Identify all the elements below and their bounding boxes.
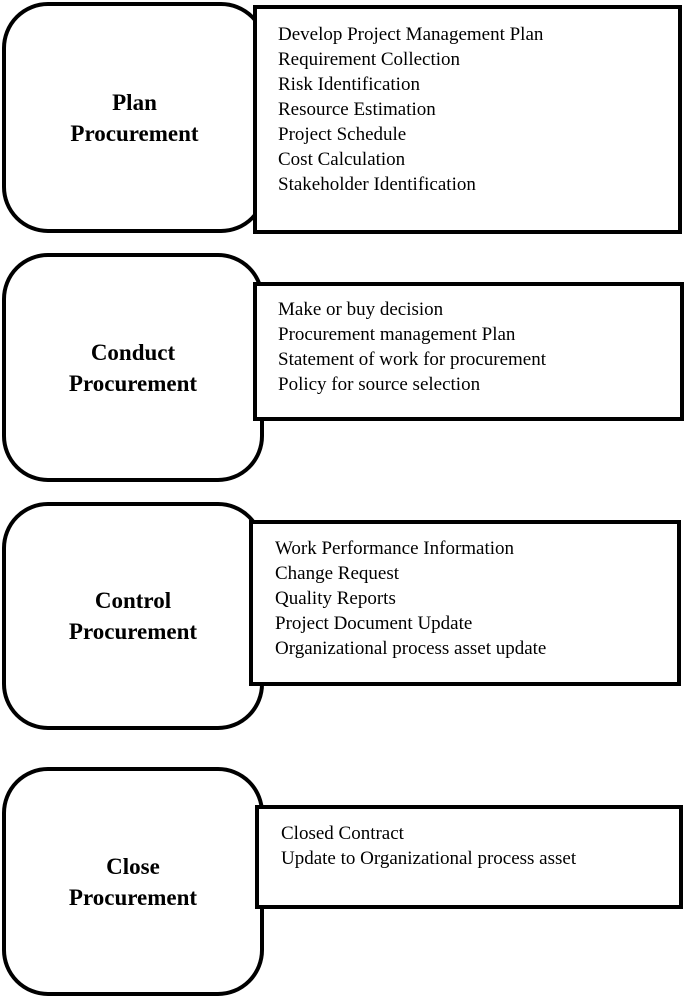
stage-title-line2: Procurement xyxy=(70,120,199,146)
list-item: Quality Reports xyxy=(275,588,396,609)
list-item: Organizational process asset update xyxy=(275,638,547,659)
list-item: Project Schedule xyxy=(278,124,407,145)
stage-label: Plan Procurement xyxy=(70,87,198,149)
stage-title-line2: Procurement xyxy=(68,619,198,644)
detail-list: Make or buy decision Procurement managem… xyxy=(257,286,680,397)
list-item: Statement of work for procurement xyxy=(278,349,547,370)
list-item: Procurement management Plan xyxy=(278,324,516,345)
stage-title-line2: Procurement xyxy=(68,370,198,396)
detail-box-close-procurement: Closed Contract Update to Organizational… xyxy=(255,805,683,909)
list-item: Cost Calculation xyxy=(278,149,406,170)
list-item: Resource Estimation xyxy=(278,99,436,120)
list-item: Develop Project Management Plan xyxy=(278,24,544,45)
stage-label: Conduct Procurement xyxy=(69,337,197,399)
stage-box-close-procurement: Close Procurement xyxy=(2,767,264,996)
stage-title-line2: Procurement xyxy=(68,884,198,910)
detail-list: Closed Contract Update to Organizational… xyxy=(259,809,679,871)
detail-list: Work Performance Information Change Requ… xyxy=(253,524,677,661)
list-item: Make or buy decision xyxy=(278,299,444,320)
stage-title-line1: Plan xyxy=(112,89,157,115)
stage-label: Control Procurement xyxy=(69,585,197,647)
list-item: Closed Contract xyxy=(281,823,404,844)
stage-title-line1: Control xyxy=(94,588,172,613)
list-item: Policy for source selection xyxy=(278,374,481,395)
detail-list: Develop Project Management Plan Requirem… xyxy=(257,9,678,197)
detail-box-conduct-procurement: Make or buy decision Procurement managem… xyxy=(253,282,684,421)
list-item: Risk Identification xyxy=(278,74,420,95)
stage-title-line1: Conduct xyxy=(90,339,176,365)
stage-box-conduct-procurement: Conduct Procurement xyxy=(2,253,264,482)
stage-label: Close Procurement xyxy=(69,851,197,913)
list-item: Requirement Collection xyxy=(278,49,461,70)
list-item: Work Performance Information xyxy=(275,538,515,559)
list-item: Project Document Update xyxy=(275,613,473,634)
list-item: Change Request xyxy=(275,563,400,584)
detail-box-control-procurement: Work Performance Information Change Requ… xyxy=(249,520,681,686)
detail-box-plan-procurement: Develop Project Management Plan Requirem… xyxy=(253,5,682,234)
stage-title-line1: Close xyxy=(106,853,160,879)
list-item: Stakeholder Identification xyxy=(278,174,476,195)
stage-box-plan-procurement: Plan Procurement xyxy=(2,2,267,233)
list-item: Update to Organizational process asset xyxy=(281,848,577,869)
stage-box-control-procurement: Control Procurement xyxy=(2,502,264,730)
